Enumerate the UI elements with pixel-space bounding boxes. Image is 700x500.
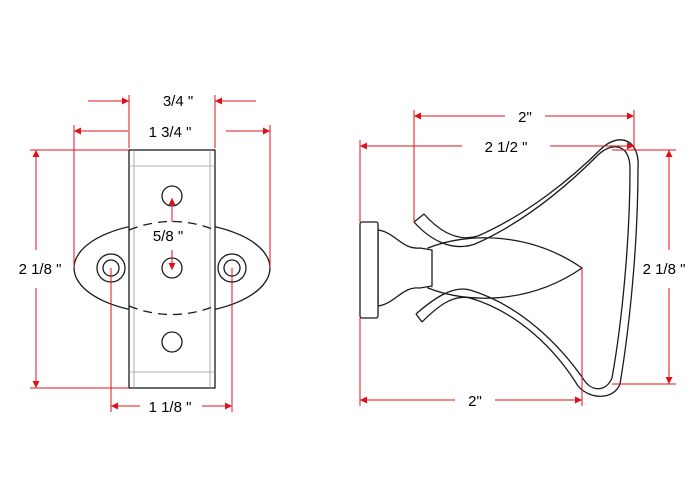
spring-wire: [413, 139, 639, 397]
dimension-base-width: [359, 268, 583, 406]
base-flange: [359, 221, 379, 319]
dim-label-base-width: 2": [468, 393, 482, 410]
dimension-height-side: [612, 149, 676, 385]
base-stem: [377, 229, 433, 307]
dim-label-overall-width-front: 1 3/4 ": [149, 124, 192, 141]
dim-label-top-width: 3/4 ": [163, 93, 193, 110]
dimension-overall-width-front: [73, 125, 271, 268]
dim-label-height-side: 2 1/8 ": [643, 261, 686, 278]
dim-label-height-front: 2 1/8 ": [19, 261, 62, 278]
dimension-height-front: [30, 149, 129, 389]
rubber-bumper: [427, 237, 584, 299]
dim-label-overall-width-side: 2 1/2 ": [485, 139, 528, 156]
side-view: [359, 139, 639, 397]
dimension-top-width: [88, 95, 256, 148]
dimension-overall-width-side: [359, 140, 634, 222]
dim-label-mount-spacing: 1 1/8 ": [149, 399, 192, 416]
dimension-spring-width: [413, 110, 635, 222]
dimension-mount-spacing: [110, 268, 233, 412]
dim-label-spring-width: 2": [518, 109, 532, 126]
dim-label-hole-spacing: 5/8 ": [153, 228, 183, 245]
